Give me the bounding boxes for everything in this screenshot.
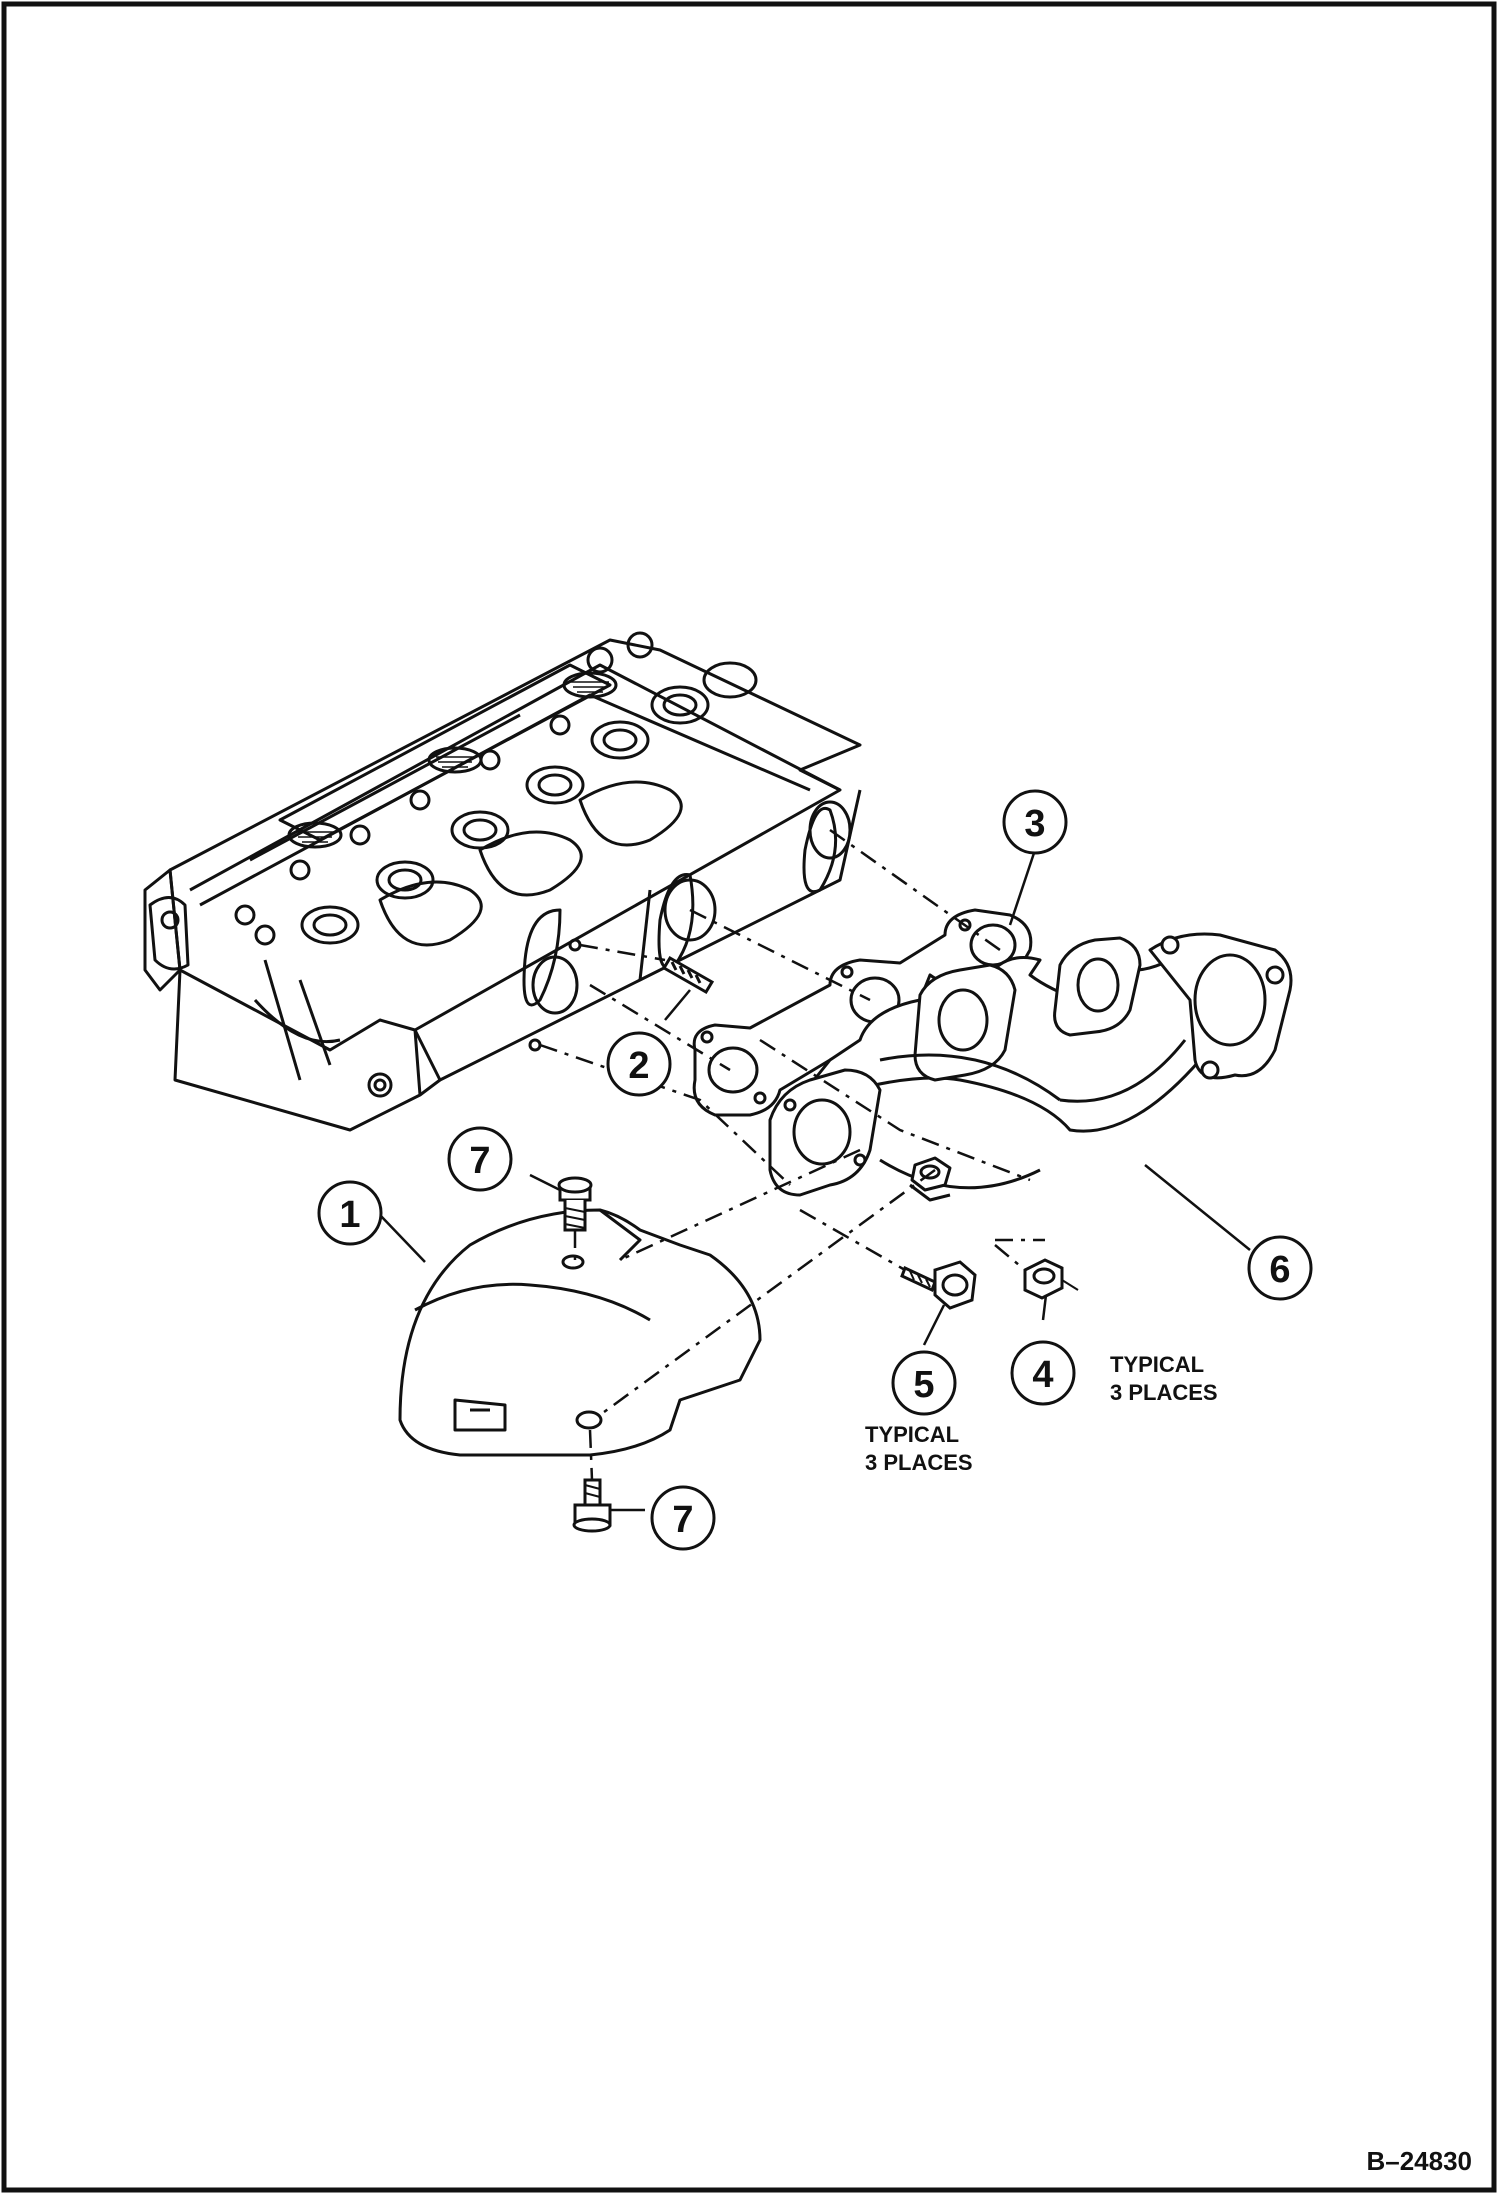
note-item-5: TYPICAL 3 PLACES [865, 1422, 973, 1475]
bolt-part-7-bottom [572, 1478, 612, 1533]
callout-4: 4 [1010, 1340, 1076, 1406]
note-item-5-line2: 3 PLACES [865, 1450, 973, 1475]
callout-7-bottom-label: 7 [672, 1499, 693, 1541]
callout-leaders [379, 849, 1251, 1512]
callout-5: 5 [891, 1350, 957, 1416]
stud-part-2 [661, 955, 715, 995]
note-item-4-line1: TYPICAL [1110, 1352, 1204, 1377]
callout-7-top: 7 [447, 1126, 513, 1192]
exhaust-manifold-part-6 [768, 932, 1293, 1202]
callout-7-bottom: 7 [650, 1485, 716, 1551]
cylinder-head [143, 631, 862, 1132]
callout-3-label: 3 [1024, 803, 1045, 845]
note-item-4: TYPICAL 3 PLACES [1110, 1352, 1218, 1405]
injector-boss-hatching [296, 681, 609, 843]
bolt-part-7-top [557, 1176, 593, 1232]
callout-1: 1 [317, 1180, 383, 1246]
note-item-4-line2: 3 PLACES [1110, 1380, 1218, 1405]
callout-6-label: 6 [1269, 1249, 1290, 1291]
callout-5-label: 5 [913, 1364, 934, 1406]
callout-7-top-label: 7 [469, 1140, 490, 1182]
callout-1-label: 1 [339, 1194, 360, 1236]
gasket-part-3 [692, 908, 1033, 1117]
nut-part-4 [1023, 1258, 1079, 1300]
callout-2-label: 2 [628, 1045, 649, 1087]
flange-bolt-part-5 [900, 1260, 977, 1310]
heat-shield-part-1 [398, 1208, 762, 1457]
callout-6: 6 [1247, 1235, 1313, 1301]
note-item-5-line1: TYPICAL [865, 1422, 959, 1447]
callout-4-label: 4 [1032, 1354, 1053, 1396]
figure-number: B–24830 [1366, 2146, 1472, 2176]
assembly-center-lines [539, 828, 1045, 1481]
callout-2: 2 [606, 1031, 672, 1097]
callout-3: 3 [1002, 789, 1068, 855]
